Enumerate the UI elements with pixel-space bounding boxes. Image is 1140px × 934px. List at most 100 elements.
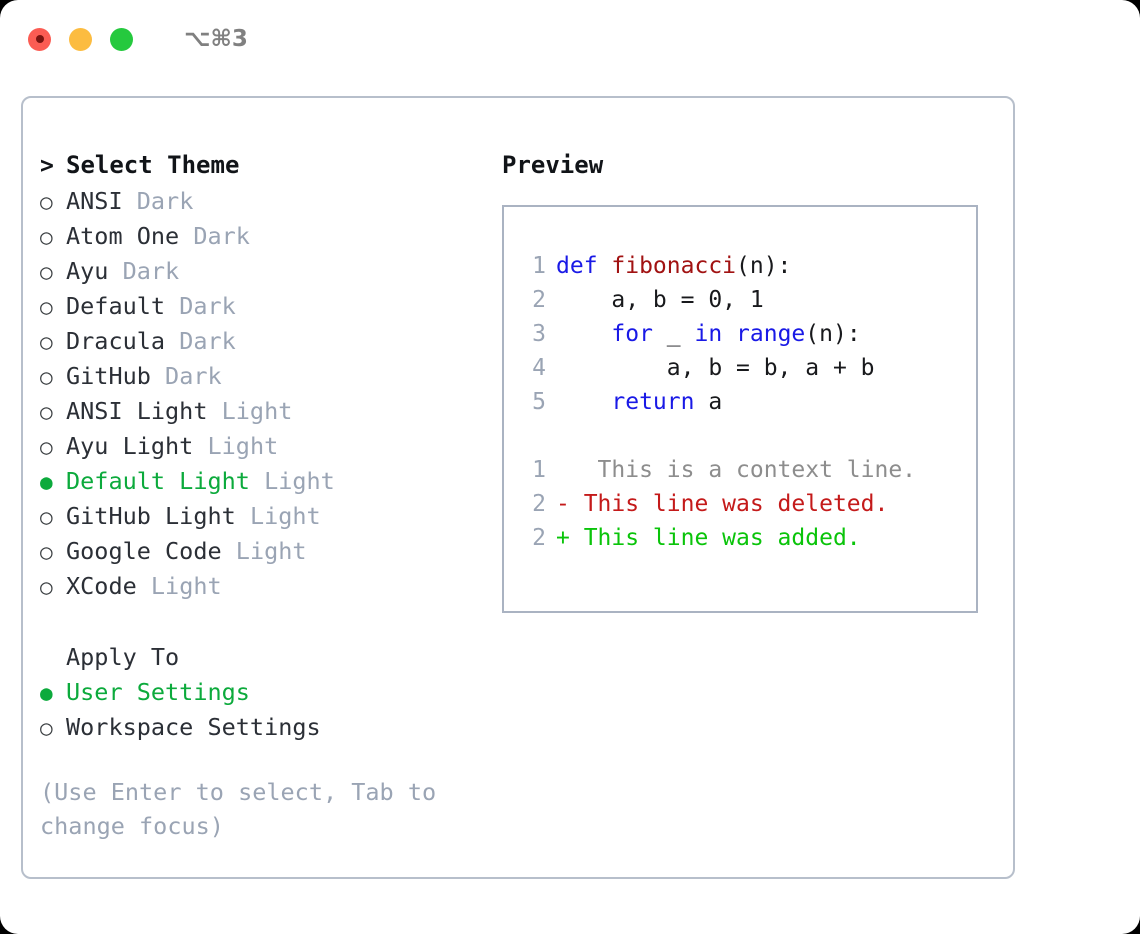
- theme-option-label: Dracula: [66, 327, 166, 355]
- radio-unselected-icon: ○: [40, 260, 53, 284]
- theme-option-variant: Light: [264, 467, 335, 495]
- radio-unselected-icon: ○: [40, 400, 53, 424]
- theme-option-label: ANSI: [66, 187, 123, 215]
- radio-unselected-icon: ○: [40, 190, 53, 214]
- line-number: 5: [532, 389, 546, 415]
- theme-option-variant: Dark: [193, 222, 250, 250]
- theme-option-variant: Light: [221, 397, 293, 425]
- theme-option-label: Google Code: [66, 537, 222, 565]
- theme-option-ansi-light[interactable]: ○ ANSI Light Light: [40, 394, 500, 429]
- theme-option-default[interactable]: ○Default Dark: [40, 289, 500, 324]
- code-line-text: def fibonacci(n):: [556, 249, 791, 283]
- code-token: (n):: [736, 253, 792, 279]
- radio-unselected-icon: ○: [40, 365, 53, 389]
- maximize-button-icon[interactable]: [110, 27, 133, 51]
- keyboard-hint-text: (Use Enter to select, Tab to change focu…: [40, 778, 437, 840]
- theme-option-ayu[interactable]: ○ Ayu Dark: [40, 254, 500, 289]
- apply-to-option-user-settings[interactable]: ● User Settings: [40, 675, 500, 710]
- line-number: 4: [532, 355, 546, 381]
- theme-option-label: Atom One: [66, 222, 180, 250]
- apply-to-heading: ○Apply To: [40, 640, 500, 675]
- theme-option-google-code[interactable]: ○ Google Code Light: [40, 534, 500, 569]
- theme-option-variant: Dark: [179, 327, 236, 355]
- radio-unselected-icon: ○: [40, 330, 53, 354]
- apply-to-option-label: Workspace Settings: [66, 713, 321, 741]
- code-token: (n):: [805, 321, 861, 347]
- radio-unselected-icon: ○: [40, 435, 53, 459]
- theme-option-variant: Light: [150, 572, 222, 600]
- code-line: 4 a, b = b, a + b: [518, 351, 976, 385]
- code-token: def: [556, 253, 612, 279]
- theme-option-github[interactable]: ○GitHub Dark: [40, 359, 500, 394]
- theme-option-label: GitHub Light: [66, 502, 236, 530]
- theme-picker-card: >Select Theme ○ANSI Dark○Atom One Dark○A…: [21, 96, 1015, 879]
- code-line-text: return a: [556, 385, 722, 419]
- apply-to-option-workspace-settings[interactable]: ○ Workspace Settings: [40, 710, 500, 745]
- diff-line: 2 - This line was deleted.: [518, 487, 976, 521]
- title-bar: ⌥⌘3: [0, 0, 1140, 78]
- line-number: 2: [532, 491, 546, 517]
- code-token: _: [652, 321, 695, 347]
- minimize-button-icon[interactable]: [69, 27, 92, 51]
- code-token: range: [736, 321, 806, 347]
- code-token: return: [611, 389, 695, 415]
- theme-option-label: Default Light: [66, 467, 250, 495]
- theme-option-atom-one[interactable]: ○ Atom One Dark: [40, 219, 500, 254]
- theme-list-column: >Select Theme ○ANSI Dark○Atom One Dark○A…: [40, 147, 500, 843]
- prompt-caret-icon: >: [40, 153, 54, 179]
- code-token: a: [694, 389, 723, 415]
- theme-option-xcode[interactable]: ○XCode Light: [40, 569, 500, 604]
- theme-option-github-light[interactable]: ○GitHub Light Light: [40, 499, 500, 534]
- theme-option-ayu-light[interactable]: ○Ayu Light Light: [40, 429, 500, 464]
- theme-option-label: Ayu Light: [66, 432, 194, 460]
- theme-option-label: GitHub: [66, 362, 151, 390]
- theme-option-ansi[interactable]: ○ANSI Dark: [40, 184, 500, 219]
- code-line: 1 def fibonacci(n):: [518, 249, 976, 283]
- theme-option-dracula[interactable]: ○ Dracula Dark: [40, 324, 500, 359]
- line-number: 2: [532, 525, 546, 551]
- radio-unselected-icon: ○: [40, 225, 53, 249]
- diff-line: 1 This is a context line.: [518, 453, 976, 487]
- code-line: 3 for _ in range(n):: [518, 317, 976, 351]
- radio-unselected-icon: ○: [40, 575, 53, 599]
- apply-to-option-label: User Settings: [66, 678, 250, 706]
- line-number: 1: [532, 253, 546, 279]
- code-token: fibonacci: [611, 253, 737, 279]
- theme-option-label: Default: [66, 292, 166, 320]
- theme-option-default-light[interactable]: ● Default Light Light: [40, 464, 500, 499]
- select-theme-heading-label: Select Theme: [66, 151, 240, 179]
- diff-line-text: This is a context line.: [556, 457, 917, 483]
- window-controls: [28, 27, 133, 51]
- radio-selected-icon: ●: [40, 470, 53, 494]
- line-number: 1: [532, 457, 546, 483]
- code-line: 2 a, b = 0, 1: [518, 283, 976, 317]
- theme-option-variant: Light: [249, 502, 321, 530]
- radio-unselected-icon: ○: [40, 540, 53, 564]
- code-line-text: a, b = 0, 1: [556, 283, 764, 317]
- radio-unselected-icon: ○: [40, 295, 53, 319]
- preview-title: Preview: [502, 151, 604, 179]
- code-diff-spacer: [518, 419, 976, 453]
- code-line: 5 return a: [518, 385, 976, 419]
- apply-to-heading-label: Apply To: [66, 643, 180, 671]
- code-token: [556, 321, 611, 347]
- theme-option-variant: Dark: [122, 257, 180, 285]
- diff-sample: 1 This is a context line. 2 - This line wa…: [518, 453, 976, 555]
- code-token: in: [694, 321, 723, 347]
- theme-option-label: Ayu: [66, 257, 109, 285]
- code-line-text: for _ in range(n):: [556, 317, 861, 351]
- close-button-icon[interactable]: [28, 27, 51, 51]
- radio-unselected-icon: ○: [40, 716, 53, 740]
- code-token: a, b = 0, 1: [556, 287, 764, 313]
- line-number: 2: [532, 287, 546, 313]
- theme-option-label: ANSI Light: [66, 397, 208, 425]
- diff-line-text: - This line was deleted.: [556, 491, 889, 517]
- code-token: [556, 389, 611, 415]
- code-line-text: a, b = b, a + b: [556, 351, 875, 385]
- radio-selected-icon: ●: [40, 681, 53, 705]
- theme-option-variant: Light: [235, 537, 307, 565]
